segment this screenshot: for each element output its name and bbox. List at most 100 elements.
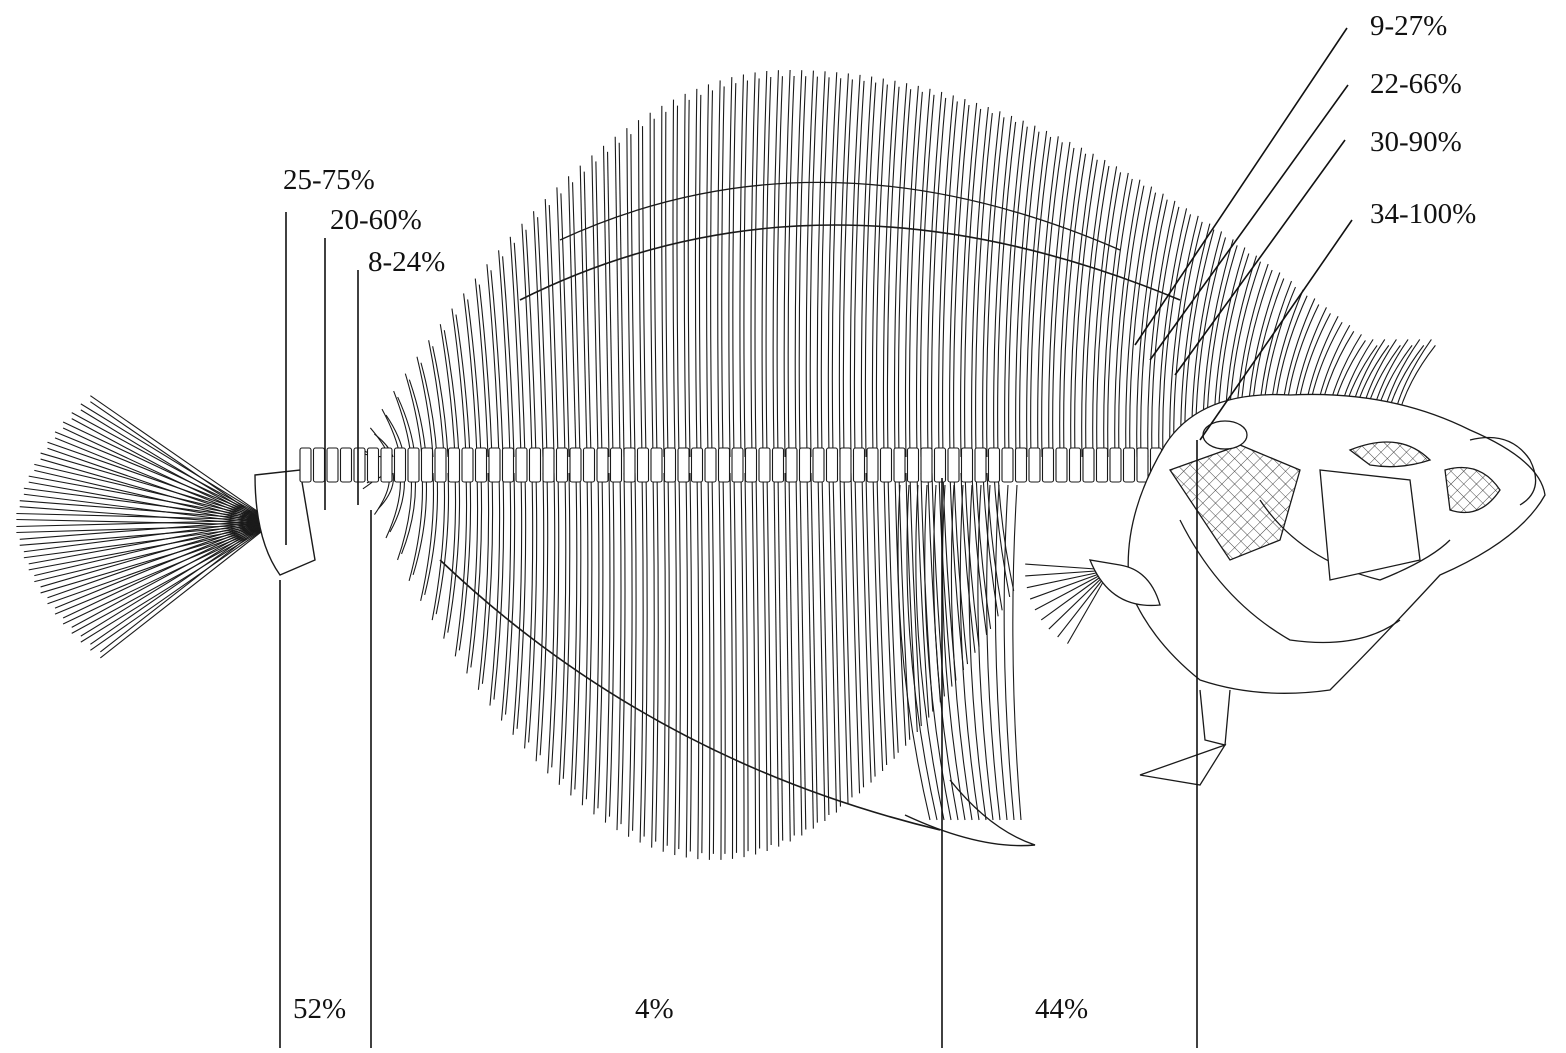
dorsal-fin-ray-edge — [573, 182, 580, 457]
anal-fin-ray — [652, 473, 655, 848]
anal-fin-ray-edge — [712, 473, 714, 854]
vertebra — [651, 448, 662, 482]
dorsal-fin-ray-edge — [1031, 137, 1051, 457]
dorsal-fin-ray — [569, 176, 576, 457]
dorsal-fin-ray-edge — [711, 90, 713, 457]
dorsal-fin-ray — [650, 113, 653, 457]
vertebra — [962, 448, 973, 482]
dorsal-fin-ray — [673, 100, 675, 457]
vertebra — [705, 448, 716, 482]
vertebra — [867, 448, 878, 482]
dorsal-fin-ray-edge — [677, 106, 679, 457]
dorsal-fin-ray — [580, 166, 587, 457]
anal-fin-ray — [818, 473, 825, 821]
anal-fin-ray-edge — [778, 473, 783, 841]
vertebra — [422, 448, 433, 482]
vertebra — [854, 448, 865, 482]
dorsal-fin-ray — [751, 72, 755, 457]
vertebra — [773, 448, 784, 482]
anal-fin-ray-edge — [644, 473, 647, 837]
caudal-fin-ray — [63, 422, 270, 520]
dorsal-fin-ray — [707, 84, 709, 457]
vertebra — [530, 448, 541, 482]
dorsal-fin-ray-edge — [755, 78, 759, 457]
vertebra — [800, 448, 811, 482]
anal-fin-ray — [559, 473, 566, 785]
dorsal-fin-ray-edge — [799, 76, 806, 457]
vertebra — [624, 448, 635, 482]
vertebra — [1029, 448, 1040, 482]
anal-fin-ray — [640, 473, 643, 843]
jaw-bone — [1320, 470, 1420, 580]
anal-fin-ray-edge — [844, 473, 852, 797]
vertebra — [732, 448, 743, 482]
vertebra — [989, 448, 1000, 482]
label-34-100-percent: 34-100% — [1370, 200, 1476, 229]
label-44-percent: 44% — [1035, 995, 1088, 1024]
anal-fin-ray — [719, 473, 721, 860]
dorsal-fin-ray-edge — [688, 100, 690, 457]
caudal-fin-ray-edge — [63, 428, 270, 525]
anal-fin-ray-edge — [888, 473, 898, 753]
vertebra — [975, 448, 986, 482]
vertebra — [1110, 448, 1121, 482]
pelvic-girdle — [1200, 690, 1230, 745]
dorsal-fin-ray-edge — [1020, 132, 1039, 457]
dorsal-fin-ray-edge — [1152, 207, 1179, 457]
pointer-line — [1175, 140, 1345, 375]
dorsal-fin-ray-edge — [898, 89, 910, 457]
vertebra — [1070, 448, 1081, 482]
vertebra — [584, 448, 595, 482]
pointer-line — [1150, 85, 1348, 360]
vertebra — [1137, 448, 1148, 482]
dorsal-fin-ray-edge — [619, 143, 624, 457]
dorsal-fin-ray-edge — [409, 380, 426, 457]
vertebra — [449, 448, 460, 482]
anal-fin-ray — [571, 473, 577, 795]
dorsal-fin-ray-edge — [810, 77, 817, 457]
dorsal-joint-arc-2 — [560, 182, 1120, 250]
anal-fin-ray-edge — [621, 473, 625, 824]
anal-fin-ray — [741, 473, 744, 857]
anal-fin-ray-edge — [767, 473, 771, 845]
dorsal-fin-ray-edge — [777, 76, 782, 457]
vertebra — [921, 448, 932, 482]
anal-fin-ray-edge — [667, 473, 669, 846]
vertebra — [638, 448, 649, 482]
vertebra — [759, 448, 770, 482]
anal-fin-ray — [605, 473, 609, 823]
dorsal-fin-ray-edge — [643, 126, 646, 457]
anal-fin-ray — [594, 473, 599, 814]
vertebra — [570, 448, 581, 482]
vertebra — [341, 448, 352, 482]
vertebra — [489, 448, 500, 482]
vertebra — [611, 448, 622, 482]
dorsal-fin-ray-edge — [887, 87, 899, 457]
rib — [987, 485, 1000, 820]
vertebra — [1002, 448, 1013, 482]
vertebra — [1124, 448, 1135, 482]
anal-fin-ray — [730, 473, 733, 859]
skull-group — [1090, 394, 1545, 745]
vertebra — [300, 448, 311, 482]
pointer-line — [1135, 28, 1347, 345]
anal-fin-ray-edge — [921, 473, 933, 712]
pelvic-fin — [1140, 745, 1225, 785]
dorsal-fin-ray — [545, 199, 554, 457]
anal-fin-ray-edge — [822, 473, 829, 815]
anal-fin-ray-edge — [690, 473, 692, 852]
vertebra — [462, 448, 473, 482]
anal-fin-ray — [478, 473, 488, 690]
anal-fin-ray-edge — [756, 473, 760, 848]
dorsal-fin-ray — [695, 89, 697, 457]
anal-fin-ray — [752, 473, 756, 854]
vertebra — [381, 448, 392, 482]
dorsal-fin-ray — [950, 99, 965, 457]
vertebra — [354, 448, 365, 482]
anal-fin-ray-edge — [633, 473, 637, 831]
anal-fin-ray — [490, 473, 500, 706]
label-8-24-percent: 8-24% — [368, 248, 445, 277]
dorsal-fin-ray-edge — [722, 86, 724, 457]
dorsal-fin-ray-edge — [468, 299, 481, 457]
